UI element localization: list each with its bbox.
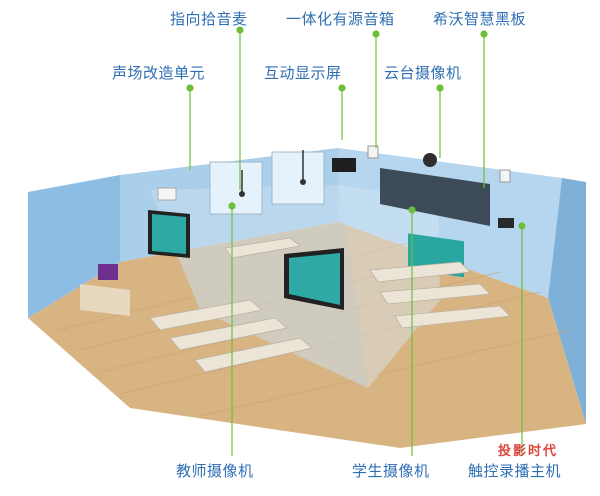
touch-host-panel bbox=[498, 218, 514, 228]
ceiling-mic bbox=[239, 170, 245, 197]
student-desks bbox=[149, 237, 511, 373]
left-display-screen bbox=[152, 214, 186, 254]
speaker bbox=[367, 145, 379, 159]
left-wall bbox=[28, 175, 120, 318]
label-acoustic: 声场改造单元 bbox=[112, 64, 206, 82]
wall-tv bbox=[332, 158, 356, 172]
label-display: 互动显示屏 bbox=[264, 64, 342, 82]
label-teacher-cam: 教师摄像机 bbox=[176, 462, 254, 480]
label-blackboard: 希沃智慧黑板 bbox=[433, 10, 527, 28]
teacher-desk bbox=[80, 284, 130, 316]
ptz-camera bbox=[423, 153, 437, 167]
watermark: 投影时代 bbox=[498, 444, 559, 459]
acoustic-panel bbox=[157, 187, 177, 201]
ceiling-mic-2 bbox=[300, 150, 306, 185]
label-student-cam: 学生摄像机 bbox=[352, 462, 430, 480]
window-2 bbox=[271, 151, 325, 205]
label-mic: 指向拾音麦 bbox=[170, 10, 248, 28]
label-speaker: 一体化有源音箱 bbox=[286, 10, 395, 28]
right-wall bbox=[548, 178, 586, 424]
glass-partition bbox=[150, 185, 368, 388]
center-display-screen bbox=[289, 253, 340, 305]
speaker-2 bbox=[499, 169, 511, 183]
label-ptz: 云台摄像机 bbox=[384, 64, 462, 82]
teacher-monitor bbox=[98, 264, 118, 280]
label-touch-host: 触控录播主机 bbox=[468, 462, 562, 480]
smart-blackboard bbox=[380, 168, 490, 226]
leader-lines bbox=[186, 26, 526, 456]
window-1 bbox=[209, 161, 263, 215]
